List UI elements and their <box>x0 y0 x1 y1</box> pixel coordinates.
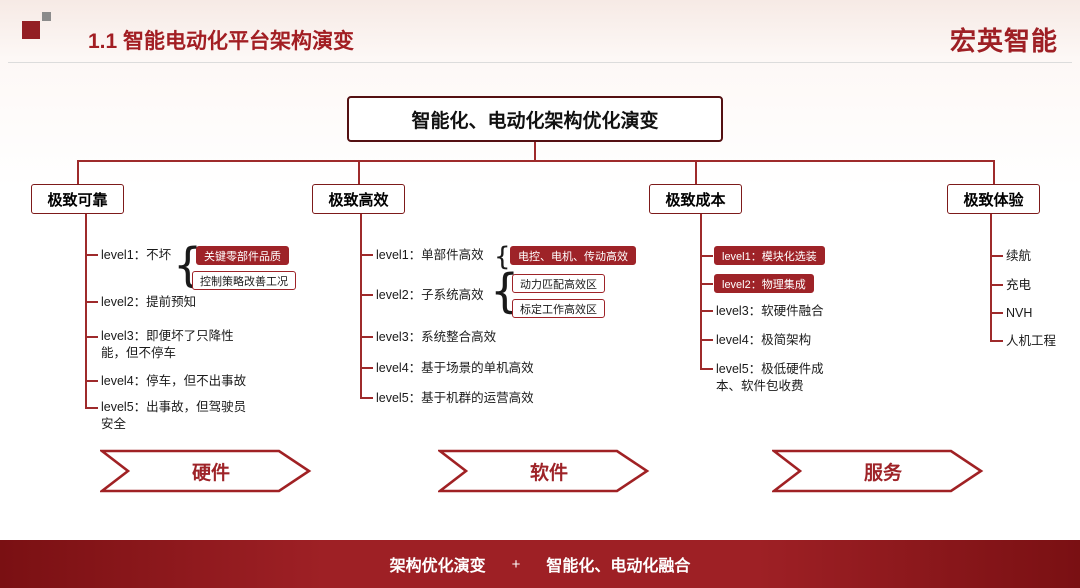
reliability-level4: level4：停车，但不出事故 <box>101 374 247 388</box>
reliability-level1: level1：不坏 <box>101 248 172 262</box>
spine-experience <box>990 214 992 341</box>
tick <box>700 283 713 285</box>
efficiency-level2: level2：子系统高效 <box>376 288 484 302</box>
arrow-service-label: 服务 <box>863 462 902 484</box>
cost-level4: level4：极简架构 <box>716 333 812 347</box>
spine-reliability <box>85 214 87 408</box>
efficiency-badge-power-match: 动力匹配高效区 <box>512 274 605 293</box>
experience-item-charging: 充电 <box>1006 278 1032 292</box>
footer-left-text: 架构优化演变 <box>389 558 486 575</box>
branch-cost: 极致成本 <box>649 184 742 214</box>
reliability-badge-key-parts: 关键零部件品质 <box>196 246 289 265</box>
tick <box>360 336 373 338</box>
tick <box>85 407 98 409</box>
branch-efficiency-label: 极致高效 <box>328 191 389 209</box>
logo-square-large <box>22 21 40 39</box>
arrow-software: 软件 <box>438 449 650 493</box>
connector-drop-cost <box>695 160 697 184</box>
tick <box>990 255 1003 257</box>
arrow-shape <box>772 449 984 493</box>
efficiency-level1: level1：单部件高效 <box>376 248 484 262</box>
cost-level1-badge: level1：模块化选装 <box>714 246 825 265</box>
footer-bar: 架构优化演变 + 智能化、电动化融合 <box>0 540 1080 588</box>
brand-logo: 宏英智能 <box>949 26 1058 56</box>
connector-drop-reliability <box>77 160 79 184</box>
tick <box>85 301 98 303</box>
branch-cost-label: 极致成本 <box>665 191 726 209</box>
header-divider <box>8 62 1072 63</box>
footer-right-text: 智能化、电动化融合 <box>546 558 691 575</box>
connector-root-stem <box>534 142 536 161</box>
spine-cost <box>700 214 702 369</box>
efficiency-level4: level4：基于场景的单机高效 <box>376 361 534 375</box>
tick <box>700 255 713 257</box>
page-title: 1.1 智能电动化平台架构演变 <box>88 30 355 53</box>
cost-level5: level5：极低硬件成本、软件包收费 <box>716 362 824 393</box>
reliability-level5: level5：出事故，但驾驶员安全 <box>101 400 247 431</box>
tick <box>85 336 98 338</box>
connector-drop-experience <box>993 160 995 184</box>
arrow-service: 服务 <box>772 449 984 493</box>
tick <box>700 339 713 341</box>
tick <box>360 254 373 256</box>
tick <box>990 340 1003 342</box>
branch-reliability: 极致可靠 <box>31 184 124 214</box>
root-node-label: 智能化、电动化架构优化演变 <box>411 110 659 132</box>
reliability-level2: level2：提前预知 <box>101 295 197 309</box>
arrow-hardware: 硬件 <box>100 449 312 493</box>
tick <box>360 294 373 296</box>
reliability-badge-control-strategy: 控制策略改善工况 <box>192 271 296 290</box>
arrow-software-label: 软件 <box>529 462 568 484</box>
tick <box>85 254 98 256</box>
tick <box>700 368 713 370</box>
efficiency-level3: level3：系统整合高效 <box>376 330 497 344</box>
tick <box>360 367 373 369</box>
experience-item-ergonomics: 人机工程 <box>1006 334 1057 348</box>
efficiency-level5: level5：基于机群的运营高效 <box>376 391 534 405</box>
efficiency-badge-motor: 电控、电机、传动高效 <box>510 246 636 265</box>
arrow-hardware-label: 硬件 <box>191 462 230 484</box>
connector-drop-efficiency <box>358 160 360 184</box>
connector-horizontal <box>77 160 994 162</box>
cost-level2-badge: level2：物理集成 <box>714 274 814 293</box>
reliability-level3: level3：即便坏了只降性能，但不停车 <box>101 329 234 360</box>
tick <box>700 310 713 312</box>
arrow-shape <box>100 449 312 493</box>
branch-experience-label: 极致体验 <box>963 191 1024 209</box>
tick <box>990 312 1003 314</box>
root-node: 智能化、电动化架构优化演变 <box>347 96 723 142</box>
arrow-shape <box>438 449 650 493</box>
branch-efficiency: 极致高效 <box>312 184 405 214</box>
cost-level3: level3：软硬件融合 <box>716 304 824 318</box>
experience-item-nvh: NVH <box>1006 306 1033 320</box>
branch-experience: 极致体验 <box>947 184 1040 214</box>
brace: { <box>494 242 511 272</box>
spine-efficiency <box>360 214 362 398</box>
footer-plus-sign: + <box>511 555 521 573</box>
branch-reliability-label: 极致可靠 <box>47 191 108 209</box>
logo-square-small <box>42 12 51 21</box>
tick <box>990 284 1003 286</box>
experience-item-range: 续航 <box>1006 249 1032 263</box>
tick <box>360 397 373 399</box>
efficiency-badge-calibration: 标定工作高效区 <box>512 299 605 318</box>
tick <box>85 380 98 382</box>
